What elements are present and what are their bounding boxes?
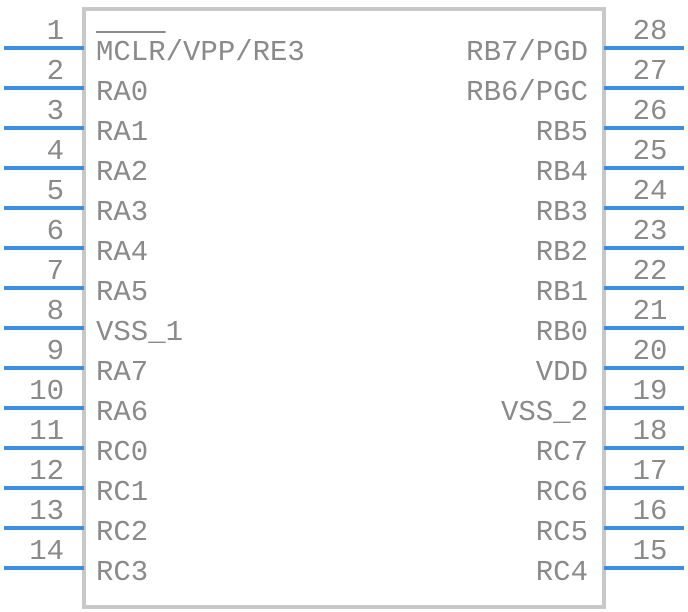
left-pin-10-label: RC0: [96, 436, 148, 469]
left-pin-6-number: 7: [47, 255, 64, 288]
right-pin-7-number: 21: [633, 295, 668, 328]
left-pin-2-label: RA1: [96, 116, 148, 149]
left-pin-4-number: 5: [47, 175, 64, 208]
left-pin-5-label: RA4: [96, 236, 148, 269]
right-pin-9-label: VSS_2: [501, 396, 588, 429]
left-pin-0-number: 1: [47, 15, 64, 48]
left-pin-11-label: RC1: [96, 476, 148, 509]
right-pin-9-number: 19: [633, 375, 668, 408]
left-pin-9-label: RA6: [96, 396, 148, 429]
left-pin-13-label: RC3: [96, 556, 148, 589]
left-pin-10-number: 11: [29, 415, 64, 448]
right-pin-13-number: 15: [633, 535, 668, 568]
right-pin-13-label: RC4: [536, 556, 588, 589]
left-pin-3-number: 4: [47, 135, 64, 168]
right-pin-3-number: 25: [633, 135, 668, 168]
left-pin-12-label: RC2: [96, 516, 148, 549]
right-pin-0-label: RB7/PGD: [466, 36, 588, 69]
right-pin-6-number: 22: [633, 255, 668, 288]
left-pin-7-label: VSS_1: [96, 316, 183, 349]
ic-body-outline: [82, 7, 606, 609]
left-pin-6-label: RA5: [96, 276, 148, 309]
left-pin-13-number: 14: [29, 535, 64, 568]
left-pin-9-number: 10: [29, 375, 64, 408]
right-pin-2-label: RB5: [536, 116, 588, 149]
left-pin-8-label: RA7: [96, 356, 148, 389]
left-pin-0-label: MCLR/VPP/RE3: [96, 36, 305, 69]
left-pin-2-number: 3: [47, 95, 64, 128]
right-pin-12-label: RC5: [536, 516, 588, 549]
right-pin-8-label: VDD: [536, 356, 588, 389]
left-pin-12-number: 13: [29, 495, 64, 528]
left-pin-7-number: 8: [47, 295, 64, 328]
left-pin-1-number: 2: [47, 55, 64, 88]
right-pin-10-number: 18: [633, 415, 668, 448]
left-pin-4-label: RA3: [96, 196, 148, 229]
right-pin-5-number: 23: [633, 215, 668, 248]
right-pin-11-number: 17: [633, 455, 668, 488]
right-pin-12-number: 16: [633, 495, 668, 528]
right-pin-11-label: RC6: [536, 476, 588, 509]
left-pin-5-number: 6: [47, 215, 64, 248]
left-pin-11-number: 12: [29, 455, 64, 488]
right-pin-4-label: RB3: [536, 196, 588, 229]
right-pin-3-label: RB4: [536, 156, 588, 189]
right-pin-6-label: RB1: [536, 276, 588, 309]
right-pin-10-label: RC7: [536, 436, 588, 469]
left-pin-3-label: RA2: [96, 156, 148, 189]
right-pin-8-number: 20: [633, 335, 668, 368]
right-pin-1-number: 27: [633, 55, 668, 88]
left-pin-8-number: 9: [47, 335, 64, 368]
right-pin-2-number: 26: [633, 95, 668, 128]
left-pin-1-label: RA0: [96, 76, 148, 109]
right-pin-1-label: RB6/PGC: [466, 76, 588, 109]
right-pin-4-number: 24: [633, 175, 668, 208]
right-pin-7-label: RB0: [536, 316, 588, 349]
right-pin-0-number: 28: [633, 15, 668, 48]
right-pin-5-label: RB2: [536, 236, 588, 269]
